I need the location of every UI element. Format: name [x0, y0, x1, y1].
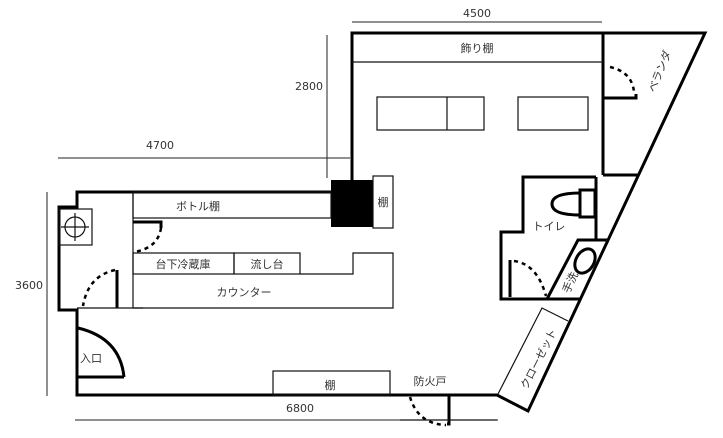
- veranda-label: ベランダ: [645, 48, 674, 94]
- bottom-shelf-label: 棚: [325, 378, 336, 392]
- small-shelf-label: 棚: [378, 195, 389, 209]
- bar-area: [132, 191, 394, 309]
- stove-icon: [58, 208, 93, 246]
- counter-label: カウンター: [217, 286, 272, 299]
- fire-door-label: 防火戸: [414, 374, 447, 388]
- fire-door: [400, 395, 497, 427]
- toilet-room: [499, 175, 608, 301]
- bottom-shelf: [272, 370, 391, 396]
- toilet-label: トイレ: [533, 220, 566, 233]
- pillar: [331, 180, 373, 227]
- kitchen-door: [77, 268, 143, 309]
- under-fridge-label: 台下冷蔵庫: [156, 257, 211, 271]
- entrance-door: [77, 326, 126, 379]
- veranda-door: [603, 65, 638, 100]
- toilet-icon: [550, 188, 597, 219]
- dim-left-label: 3600: [15, 279, 43, 292]
- dim-upper-height-label: 2800: [295, 80, 323, 93]
- dim-bottom-label: 6800: [286, 402, 314, 415]
- dim-top-label: 4500: [463, 7, 491, 20]
- closet: [497, 307, 569, 395]
- tables: [376, 96, 589, 131]
- sink-label: 流し台: [251, 257, 284, 271]
- bottle-shelf-label: ボトル棚: [176, 199, 220, 213]
- entrance-label: 入口: [80, 352, 102, 365]
- outer-walls: [57, 31, 708, 414]
- small-shelf: [372, 175, 394, 229]
- dim-upper-left-label: 4700: [146, 139, 174, 152]
- display-shelf-label: 飾り棚: [461, 41, 494, 55]
- hand-wash-basin-icon: [573, 247, 597, 275]
- dimension-lines: 4500 2800 4700 3600 6800: [15, 7, 602, 421]
